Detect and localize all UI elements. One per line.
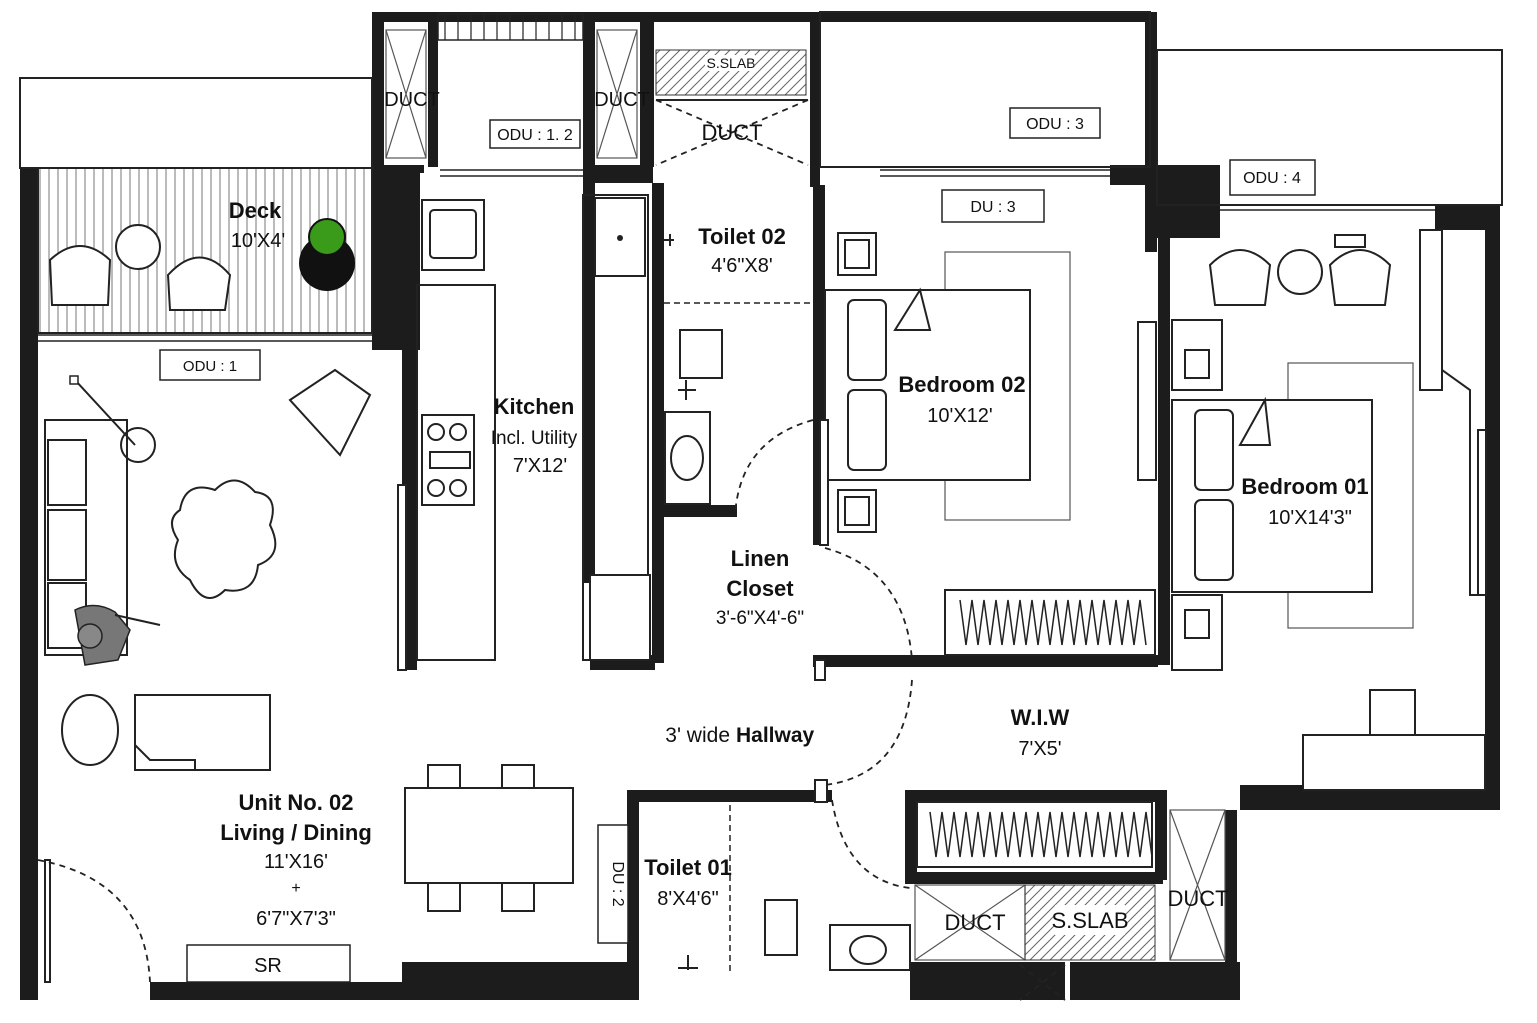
living-size-2: 6'7"X7'3" — [256, 908, 336, 930]
deck-size: 10'X4' — [231, 230, 285, 252]
wiw-name: W.I.W — [1011, 705, 1070, 730]
kitchen: Kitchen Incl. Utility 7'X12' — [397, 194, 651, 671]
odu-4-label: ODU : 4 — [1243, 170, 1301, 187]
odu-1-tag — [159, 349, 261, 381]
linen-name-1: Linen — [731, 546, 790, 571]
odu-12-tag — [489, 119, 581, 149]
toilet-01-name: Toilet 01 — [644, 855, 732, 880]
bedroom-02-size: 10'X12' — [927, 405, 992, 427]
hallway-zone: Linen Closet 3'-6"X4'-6" 3' wide Hallway… — [665, 419, 1153, 889]
deck-name: Deck — [229, 198, 282, 223]
living-name: Living / Dining — [220, 820, 372, 845]
living-plus: + — [291, 880, 300, 897]
sr-label: SR — [254, 955, 282, 977]
toilet-02-size: 4'6"X8' — [711, 255, 772, 277]
unit-number: Unit No. 02 — [239, 790, 354, 815]
stove-icon — [421, 414, 475, 506]
linen-name-2: Closet — [726, 576, 794, 601]
windows — [38, 169, 1435, 342]
toilet-02-name: Toilet 02 — [698, 224, 786, 249]
duct-label-4: DUCT — [944, 910, 1005, 935]
bedroom-01: Bedroom 01 10'X14'3" — [1171, 229, 1487, 791]
sr-tag — [186, 944, 351, 983]
bottom-services: DUCT S.SLAB DUCT — [914, 809, 1229, 1001]
top-services: ODU : 1. 2 ODU : 3 ODU : 4 ODU : 1 DU : … — [159, 13, 1316, 381]
walls — [19, 11, 1503, 1000]
chaise-icon — [134, 694, 271, 771]
bedroom-02: Bedroom 02 10'X12' — [819, 232, 1157, 656]
du-3-label: DU : 3 — [970, 199, 1015, 216]
duct-label-1: DUCT — [384, 89, 440, 111]
toilet-01-size: 8'X4'6" — [657, 888, 718, 910]
du-2-label: DU : 2 — [609, 861, 626, 906]
du-2-tag — [597, 824, 629, 944]
kitchen-name: Kitchen — [494, 394, 575, 419]
toilet-01: DU : 2 Toilet 01 8'X4'6" — [597, 805, 911, 975]
odu-1-label: ODU : 1 — [183, 358, 237, 375]
wiw-size: 7'X5' — [1018, 738, 1061, 760]
bedroom-02-name: Bedroom 02 — [898, 372, 1025, 397]
floor-lamp-icon — [69, 375, 156, 463]
duct-label-3: DUCT — [701, 120, 762, 145]
deck-area: Deck 10'X4' — [37, 167, 373, 334]
bedroom-01-name: Bedroom 01 — [1241, 474, 1368, 499]
odu-3-tag — [1009, 107, 1101, 139]
kitchen-note: Incl. Utility — [491, 428, 578, 449]
sslab-bottom-label: S.SLAB — [1051, 908, 1128, 933]
dining-table-icon — [404, 764, 574, 912]
person-icon — [74, 604, 161, 666]
wardrobe-icon — [944, 589, 1156, 656]
toilet-02: Toilet 02 4'6"X8' — [664, 224, 813, 505]
living-size-1: 11'X16' — [264, 851, 328, 873]
deck-chair — [48, 224, 232, 311]
odu-4-tag — [1229, 159, 1316, 196]
sslab-top-label: S.SLAB — [706, 55, 755, 71]
duct-label-5: DUCT — [1167, 886, 1228, 911]
du-3-tag — [941, 189, 1045, 223]
hallway-prefix: 3' wide — [665, 724, 730, 747]
plant-icon — [299, 218, 355, 291]
bedroom-01-size: 10'X14'3" — [1268, 507, 1352, 529]
living-dining: SR Unit No. 02 Living / Dining 11'X16' +… — [37, 368, 574, 983]
kitchen-size: 7'X12' — [513, 455, 567, 477]
linen-size: 3'-6"X4'-6" — [716, 608, 804, 629]
odu-12-label: ODU : 1. 2 — [497, 127, 573, 144]
armchair-icon — [288, 368, 372, 457]
odu-3-label: ODU : 3 — [1026, 116, 1084, 133]
table-set-icon — [1208, 234, 1392, 306]
hallway-name: Hallway — [736, 724, 815, 747]
rug-icon — [171, 479, 277, 599]
duct-label-2: DUCT — [594, 89, 650, 111]
